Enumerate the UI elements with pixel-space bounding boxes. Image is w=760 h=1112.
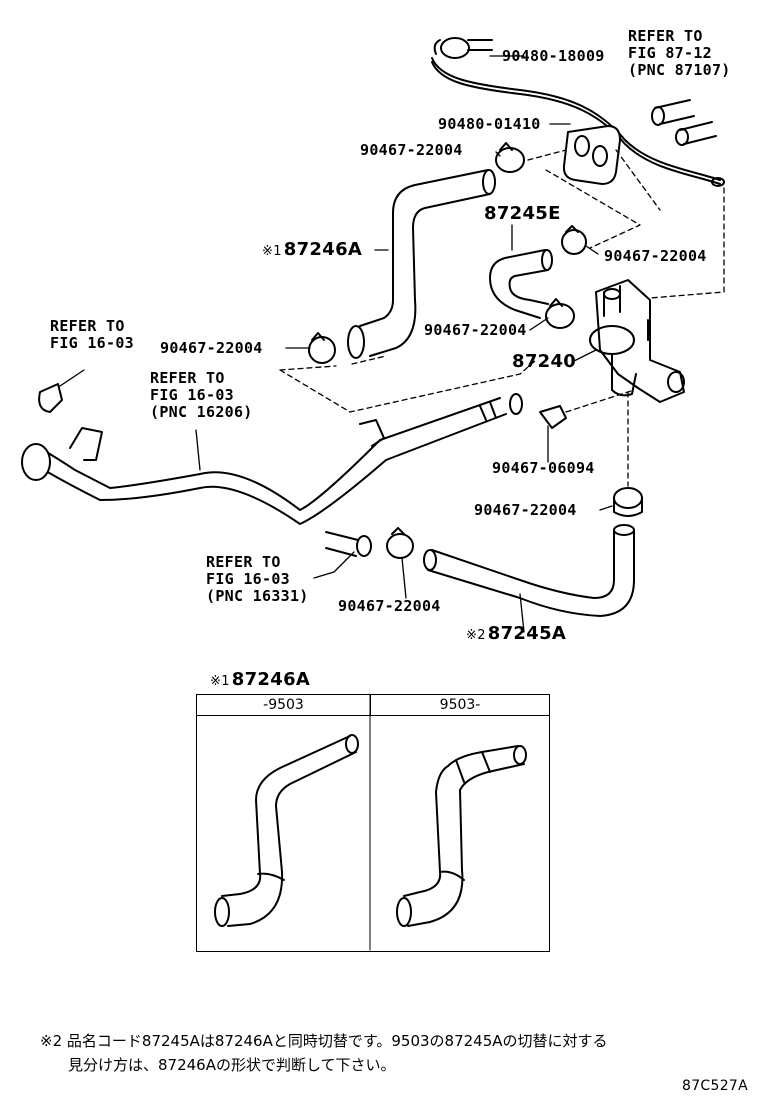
refer-line: REFER TO (628, 27, 703, 45)
refer-line: FIG 16-03 (50, 334, 134, 352)
inset-title-text: 87246A (231, 669, 311, 690)
refer-line: FIG 87-12 (628, 44, 712, 62)
label-refer-16-03-b: REFER TO FIG 16-03 (PNC 16206) (150, 370, 253, 421)
label-90467-22004-f: 90467-22004 (338, 597, 441, 615)
clamp-b (561, 225, 587, 255)
note-mark: ※1 (210, 674, 230, 689)
hose-87245E (489, 249, 553, 319)
refer-line: REFER TO (206, 553, 281, 571)
clip-left (38, 383, 63, 413)
footnote-line-2: 見分け方は、87246Aの形状で判断して下さい。 (68, 1056, 396, 1074)
label-87240: 87240 (512, 351, 577, 372)
table-col-header: -9503 (197, 695, 371, 716)
hose-87245A (423, 524, 635, 617)
note-mark: ※1 (262, 244, 282, 259)
label-90467-22004-c: 90467-22004 (424, 321, 527, 339)
note-mark: ※2 (40, 1032, 63, 1050)
hose-87246A (347, 169, 496, 359)
footnote-line-1: ※2 品名コード87245Aは87246Aと同時切替です。9503の87245A… (40, 1030, 608, 1051)
pipe-16331 (325, 531, 372, 557)
refer-line: FIG 16-03 (150, 386, 234, 404)
clamp-a (495, 142, 525, 173)
inset-hose-old (214, 734, 359, 927)
label-90467-22004-d: 90467-22004 (160, 339, 263, 357)
refer-line: (PNC 16331) (206, 587, 309, 605)
figure-code: 87C527A (682, 1078, 748, 1094)
table-col-header: 9503- (371, 695, 549, 716)
clip-90467-06094 (539, 405, 567, 429)
refer-line: FIG 16-03 (206, 570, 290, 588)
part-number: 87246A (283, 239, 363, 260)
refer-line: REFER TO (50, 317, 125, 335)
inset-hose-new (396, 745, 527, 927)
label-refer-16-03-c: REFER TO FIG 16-03 (PNC 16331) (206, 554, 309, 605)
refer-line: REFER TO (150, 369, 225, 387)
refer-line: (PNC 16206) (150, 403, 253, 421)
label-90467-22004-e: 90467-22004 (474, 501, 577, 519)
label-90467-06094: 90467-06094 (492, 459, 595, 477)
variant-table: -9503 9503- (196, 694, 550, 952)
pipe-16206 (21, 393, 523, 525)
label-refer-16-03-a: REFER TO FIG 16-03 (50, 318, 134, 352)
label-refer-87-12: REFER TO FIG 87-12 (PNC 87107) (628, 28, 731, 79)
grommet-sensor-wire (431, 37, 725, 187)
clamp-c (545, 298, 575, 329)
pipe-stubs (651, 99, 717, 146)
footnote-text: 品名コード87245Aは87246Aと同時切替です。9503の87245Aの切替… (66, 1032, 608, 1050)
clamp-f (386, 527, 414, 559)
label-90467-22004-a: 90467-22004 (360, 141, 463, 159)
grommet-plate (562, 125, 621, 185)
clamp-d (308, 332, 336, 364)
clamp-e (613, 487, 643, 517)
label-90480-01410: 90480-01410 (438, 115, 541, 133)
label-90480-18009: 90480-18009 (502, 47, 605, 65)
part-number: 87245A (487, 623, 567, 644)
note-mark: ※2 (466, 628, 486, 643)
label-87245E: 87245E (484, 203, 561, 224)
valve-87240 (589, 279, 685, 403)
label-90467-22004-b: 90467-22004 (604, 247, 707, 265)
refer-line: (PNC 87107) (628, 61, 731, 79)
